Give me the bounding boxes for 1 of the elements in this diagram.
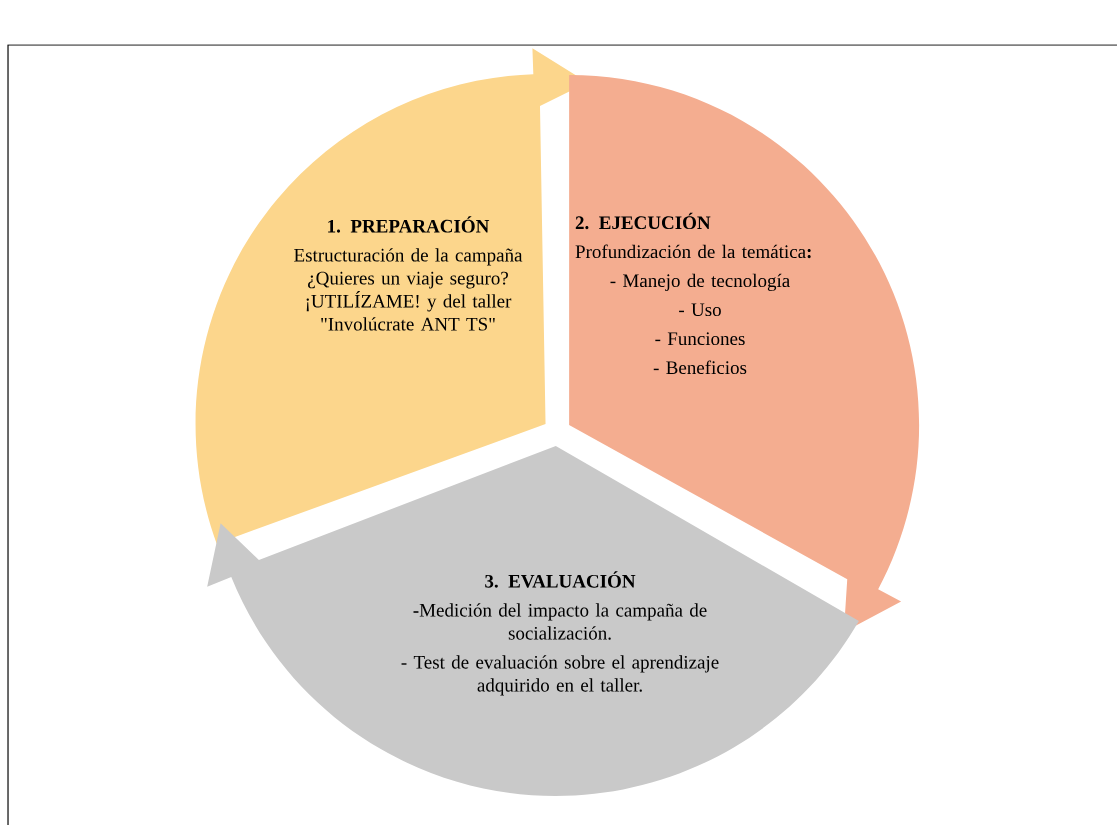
cycle-arrow-segment: 3. EVALUACIÓN -Medición del impacto la campaña de socialización. - Test de evaluación sobre el aprendizaje adquirido en el taller. — [207, 445, 859, 796]
